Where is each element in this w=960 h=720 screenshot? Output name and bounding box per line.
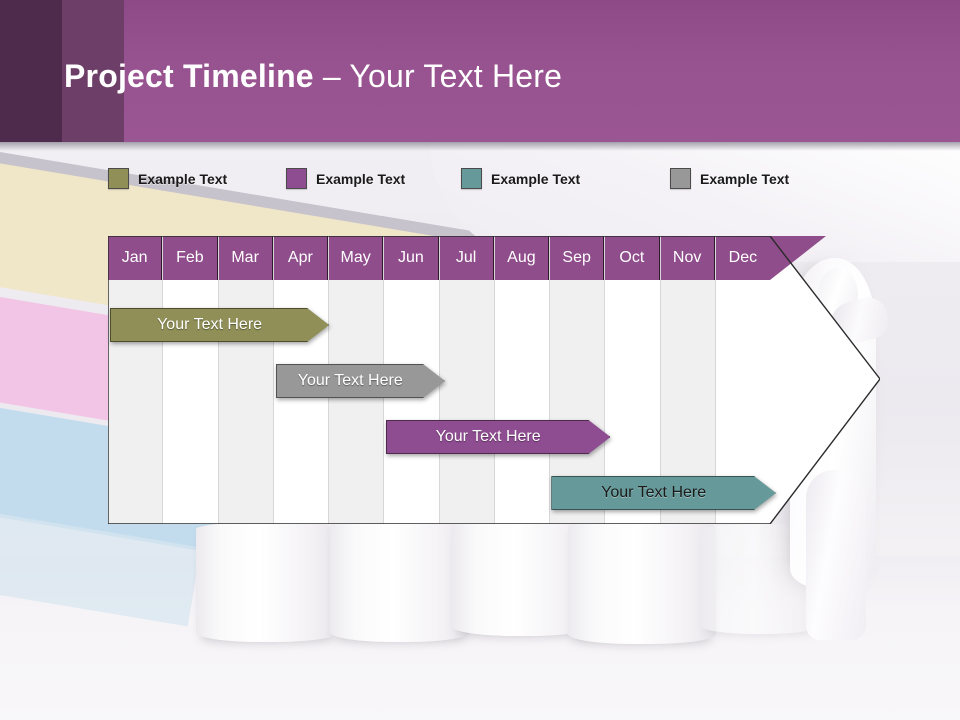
background-cylinder bbox=[330, 520, 470, 642]
background-cylinder bbox=[196, 522, 338, 642]
task-bar-2[interactable]: Your Text Here bbox=[276, 364, 446, 398]
header-accent-band-dark bbox=[0, 0, 62, 142]
task-bar-1[interactable]: Your Text Here bbox=[110, 308, 329, 342]
color-swatch-icon bbox=[108, 168, 129, 189]
page-title-strong: Project Timeline bbox=[64, 58, 314, 94]
task-bar-4[interactable]: Your Text Here bbox=[551, 476, 776, 510]
month-header-jan: Jan bbox=[108, 236, 163, 280]
legend-item-4[interactable]: Example Text bbox=[670, 168, 789, 189]
month-header-sep: Sep bbox=[550, 236, 605, 280]
color-swatch-icon bbox=[286, 168, 307, 189]
task-bar-label: Your Text Here bbox=[435, 428, 541, 445]
month-header-jun: Jun bbox=[384, 236, 439, 280]
month-header-dec: Dec bbox=[715, 236, 770, 280]
month-header-aug: Aug bbox=[494, 236, 549, 280]
header-drop-shadow bbox=[0, 142, 960, 151]
page-title-light: – Your Text Here bbox=[313, 58, 563, 94]
legend-item-2[interactable]: Example Text bbox=[286, 168, 405, 189]
month-header-nov: Nov bbox=[660, 236, 715, 280]
title-header: Project Timeline – Your Text Here bbox=[0, 0, 960, 142]
month-header-mar: Mar bbox=[218, 236, 273, 280]
legend-item-3[interactable]: Example Text bbox=[461, 168, 580, 189]
task-bar-label: Your Text Here bbox=[157, 316, 263, 333]
month-header-may: May bbox=[329, 236, 384, 280]
legend-item-label: Example Text bbox=[138, 170, 228, 187]
page-title: Project Timeline – Your Text Here bbox=[64, 58, 562, 95]
background-cylinder bbox=[568, 520, 716, 644]
task-bar-label: Your Text Here bbox=[601, 484, 707, 501]
month-header-apr: Apr bbox=[273, 236, 328, 280]
legend-item-label: Example Text bbox=[316, 170, 406, 187]
month-header-feb: Feb bbox=[163, 236, 218, 280]
color-swatch-icon bbox=[461, 168, 482, 189]
legend-item-label: Example Text bbox=[491, 170, 581, 187]
task-bar-3[interactable]: Your Text Here bbox=[386, 420, 611, 454]
month-header-arrow-tip bbox=[770, 236, 826, 280]
legend-item-1[interactable]: Example Text bbox=[108, 168, 227, 189]
month-header-oct: Oct bbox=[605, 236, 660, 280]
legend: Example Text Example Text Example Text Exam… bbox=[108, 168, 808, 196]
color-swatch-icon bbox=[670, 168, 691, 189]
task-bar-label: Your Text Here bbox=[297, 372, 403, 389]
header-accent-band-mid bbox=[62, 0, 124, 142]
month-header-jul: Jul bbox=[439, 236, 494, 280]
legend-item-label: Example Text bbox=[700, 170, 790, 187]
